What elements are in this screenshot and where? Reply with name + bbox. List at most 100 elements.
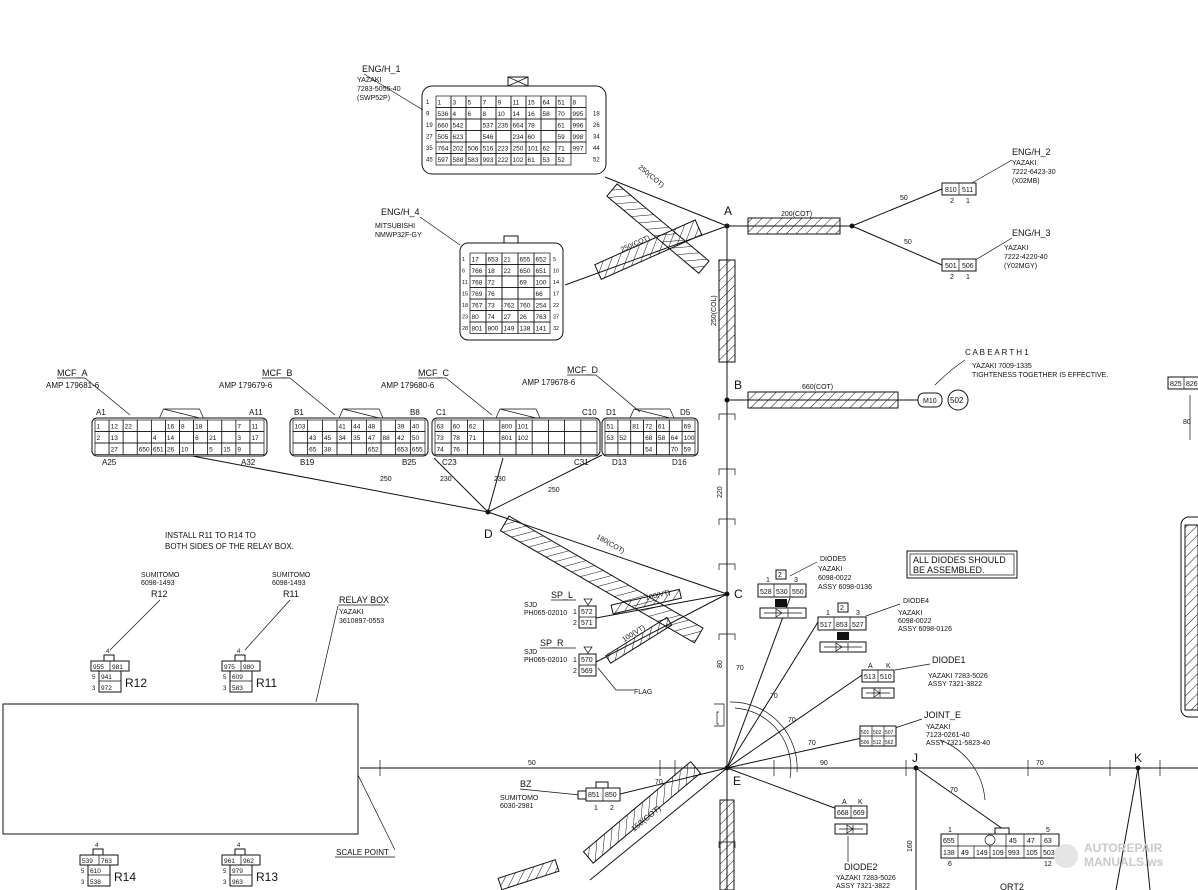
eng-h1-row-num-right: 34 xyxy=(593,135,600,141)
eng-h1-pin: 1 xyxy=(438,100,442,107)
sp-r-name: SP_R xyxy=(540,638,564,648)
eng-h4-pin: 22 xyxy=(504,268,512,275)
wire-label-e70c: 70 xyxy=(788,717,796,724)
bz-part: 6030-2981 xyxy=(500,803,534,810)
mcf-a-pin: 10 xyxy=(181,447,189,454)
mcf-d-pin: 72 xyxy=(645,424,653,431)
relay-r14-pin-num: 3 xyxy=(81,880,85,886)
diode4-pin-3: 527 xyxy=(852,622,864,629)
cab-earth: C A B E A R T H 1 YAZAKI 7009-1335 TIGHT… xyxy=(898,348,1108,411)
relay-r12-pin-num: 3 xyxy=(92,686,96,692)
connector-diode4: DIODE4 YAZAKI 6098-0022 ASSY 6098-0126 5… xyxy=(817,598,952,653)
mcf-a-pin: 21 xyxy=(209,435,217,442)
relay-r12-label: R12 xyxy=(125,676,147,690)
relay-r13-pin: 963 xyxy=(232,879,243,886)
eng-h4-pin: 18 xyxy=(488,268,496,275)
eng-h4-pin: 767 xyxy=(472,303,483,310)
eng-h4-pin: 100 xyxy=(536,280,547,287)
eng-h4-row-num: 6 xyxy=(462,269,465,275)
relay-r14-label: R14 xyxy=(114,870,136,884)
mcf-labels: MCF_A AMP 179681-6 MCF_B AMP 179679-6 MC… xyxy=(46,365,641,416)
eng-h1-pin: 64 xyxy=(543,100,551,107)
relay-r12-pin: 972 xyxy=(101,685,112,692)
eng-h1-row-num: 35 xyxy=(426,146,433,152)
mcf-a-pin: 1 xyxy=(97,424,101,431)
mcf-d-name: MCF_D xyxy=(567,365,598,375)
mcf-d-pin: 58 xyxy=(658,435,666,442)
eng-h4-pin: 762 xyxy=(504,303,515,310)
eng-h4-row-num: 18 xyxy=(462,303,468,309)
relay-r13-pin-num: 4 xyxy=(237,843,241,849)
relay-r12-pin: 941 xyxy=(101,674,112,681)
joint-e-pin-5: 512 xyxy=(873,740,882,746)
diode4-num-2: 2 xyxy=(840,605,844,612)
mcf-c-pin: 801 xyxy=(501,435,512,442)
relay-r13-pin-num: 3 xyxy=(223,880,227,886)
eng-h1-pin: 597 xyxy=(438,157,449,164)
diode1-pin-1: 513 xyxy=(864,674,876,681)
eng-h2-part: 7222-6423-30 xyxy=(1012,169,1056,176)
ort2-num-12: 12 xyxy=(1044,861,1052,868)
mcf-a-label-tr: A11 xyxy=(249,408,263,417)
mcf-a-pin: 13 xyxy=(111,435,119,442)
eng-h1-row-num: 45 xyxy=(426,158,433,164)
mcf-a-name: MCF_A xyxy=(57,368,88,378)
eng-h4-pin: 651 xyxy=(536,268,547,275)
mcf-a-pin: 27 xyxy=(111,447,119,454)
r12-part: 6098-1493 xyxy=(141,580,175,587)
install-note-2: BOTH SIDES OF THE RELAY BOX. xyxy=(165,542,294,551)
diode1-num-1: A xyxy=(868,663,873,670)
cab-earth-maker: YAZAKI 7009-1335 xyxy=(972,363,1032,370)
diode5-assy: ASSY 6098-0136 xyxy=(818,584,872,591)
eng-h3-code: (Y02MGY) xyxy=(1004,263,1037,270)
eng-h1-pin: 52 xyxy=(558,157,566,164)
ort2-top-6: 63 xyxy=(1044,838,1052,845)
eng-h2-pin-1: 810 xyxy=(945,187,957,194)
relay-r13-pin: 962 xyxy=(243,858,254,865)
mcf-b-pin: 653 xyxy=(397,447,408,454)
mcf-c-pin: 800 xyxy=(501,424,512,431)
sp-r-maker: SJD xyxy=(524,649,537,656)
diode4-pin-1: 517 xyxy=(820,622,832,629)
diode2-num-1: A xyxy=(842,799,847,806)
clip-brackets xyxy=(379,413,1161,848)
mcf-c-pin: 71 xyxy=(469,435,477,442)
eng-h1-pin: 505 xyxy=(438,134,449,141)
mcf-b-part: AMP 179679-6 xyxy=(219,381,273,390)
eng-h4-pin: 141 xyxy=(536,326,547,333)
eng-h4-row-num-right: 10 xyxy=(553,269,559,275)
eng-h1-pin: 7 xyxy=(483,100,487,107)
bz-num-2: 2 xyxy=(610,805,614,812)
relay-r11-label: R11 xyxy=(256,676,277,690)
mcf-b-pin: 50 xyxy=(412,435,420,442)
relay-r11-pin: 583 xyxy=(232,685,243,692)
ort2-bot-5: 993 xyxy=(1008,850,1020,857)
eng-h3-name: ENG/H_3 xyxy=(1012,228,1051,238)
connector-sp-r: SP_R SJD PH065-02010 570 569 1 2 FLAG xyxy=(524,638,652,696)
mcf-b-name: MCF_B xyxy=(262,368,293,378)
mcf-d-label-br: D16 xyxy=(672,458,687,467)
joint-e-pin-3: 507 xyxy=(885,730,894,736)
eng-h1-pin: 102 xyxy=(513,157,524,164)
eng-h4-pin: 653 xyxy=(488,257,499,264)
relay-r13-pin: 961 xyxy=(224,858,235,865)
mcf-b-pin: 43 xyxy=(309,435,317,442)
eng-h1-pin: 70 xyxy=(558,111,566,118)
wire-label-a-down: 250(COL) xyxy=(711,295,718,326)
eng-h2-name: ENG/H_2 xyxy=(1012,147,1051,157)
eng-h1-pin: 16 xyxy=(528,111,536,118)
ort2-name: ORT2 xyxy=(1000,882,1024,890)
mcf-b-pin: 88 xyxy=(383,435,391,442)
scale-point-label: SCALE POINT xyxy=(336,848,389,857)
wire-label-earth: 660(COT) xyxy=(802,384,833,391)
mcf-d-pin: 53 xyxy=(607,435,615,442)
mcf-d-pin: 100 xyxy=(684,435,695,442)
mcf-b-pin: 655 xyxy=(412,447,423,454)
eng-h1-labels: ENG/H_1 YAZAKI 7283-5055-40 (SWP52P) xyxy=(357,64,424,111)
connector-ort2: 655 45 47 63 138 49 149 109 993 105 503 … xyxy=(940,827,1060,890)
eng-h4-row-num-right: 5 xyxy=(553,257,556,263)
relay-r14-pin: 763 xyxy=(101,858,112,865)
eng-h4-pin: 763 xyxy=(536,314,547,321)
eng-h1-pin: 58 xyxy=(543,111,551,118)
